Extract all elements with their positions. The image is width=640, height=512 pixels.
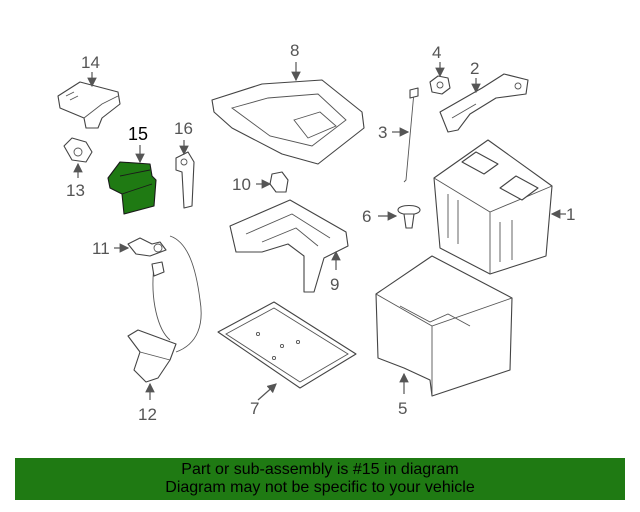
part-10-clip[interactable] [269, 171, 289, 193]
part-8-tray[interactable] [211, 79, 365, 165]
part-3-rod[interactable] [403, 87, 419, 183]
callout-10: 10 [232, 175, 251, 194]
part-6-clip[interactable] [397, 204, 421, 229]
callout-8: 8 [290, 41, 299, 60]
callout-1: 1 [566, 205, 575, 224]
info-banner: Part or sub-assembly is #15 in diagram D… [15, 458, 625, 500]
part-15-bracket[interactable] [107, 161, 157, 215]
part-13-terminal[interactable] [63, 137, 93, 163]
banner-line-1: Part or sub-assembly is #15 in diagram [181, 461, 459, 478]
callout-4: 4 [432, 43, 441, 62]
callout-12: 12 [138, 405, 157, 424]
part-5-battery-box[interactable] [375, 255, 513, 397]
part-2-bracket[interactable] [439, 73, 529, 133]
part-14-sensor[interactable] [57, 81, 121, 129]
callout-15: 15 [128, 124, 148, 144]
callout-13: 13 [66, 181, 85, 200]
callout-11: 11 [92, 239, 110, 258]
callout-7: 7 [250, 399, 259, 418]
part-16-sensor[interactable] [175, 151, 195, 209]
callout-16: 16 [174, 119, 193, 138]
callout-14: 14 [81, 53, 100, 72]
banner-line-2: Diagram may not be specific to your vehi… [165, 479, 475, 496]
part-1-battery[interactable] [433, 139, 553, 275]
callout-3: 3 [378, 123, 387, 142]
part-9-bracket[interactable] [229, 199, 349, 293]
callout-9: 9 [330, 275, 339, 294]
part-12-cable[interactable] [127, 235, 202, 383]
part-4-nut[interactable] [429, 75, 451, 95]
callout-6: 6 [362, 207, 371, 226]
parts-diagram: 14 13 15 16 8 10 9 1 [57, 41, 575, 424]
callout-5: 5 [398, 399, 407, 418]
callout-2: 2 [470, 59, 479, 78]
part-7-tray[interactable] [217, 301, 357, 389]
part-11-terminal[interactable] [127, 237, 167, 257]
leader-7 [257, 383, 277, 401]
